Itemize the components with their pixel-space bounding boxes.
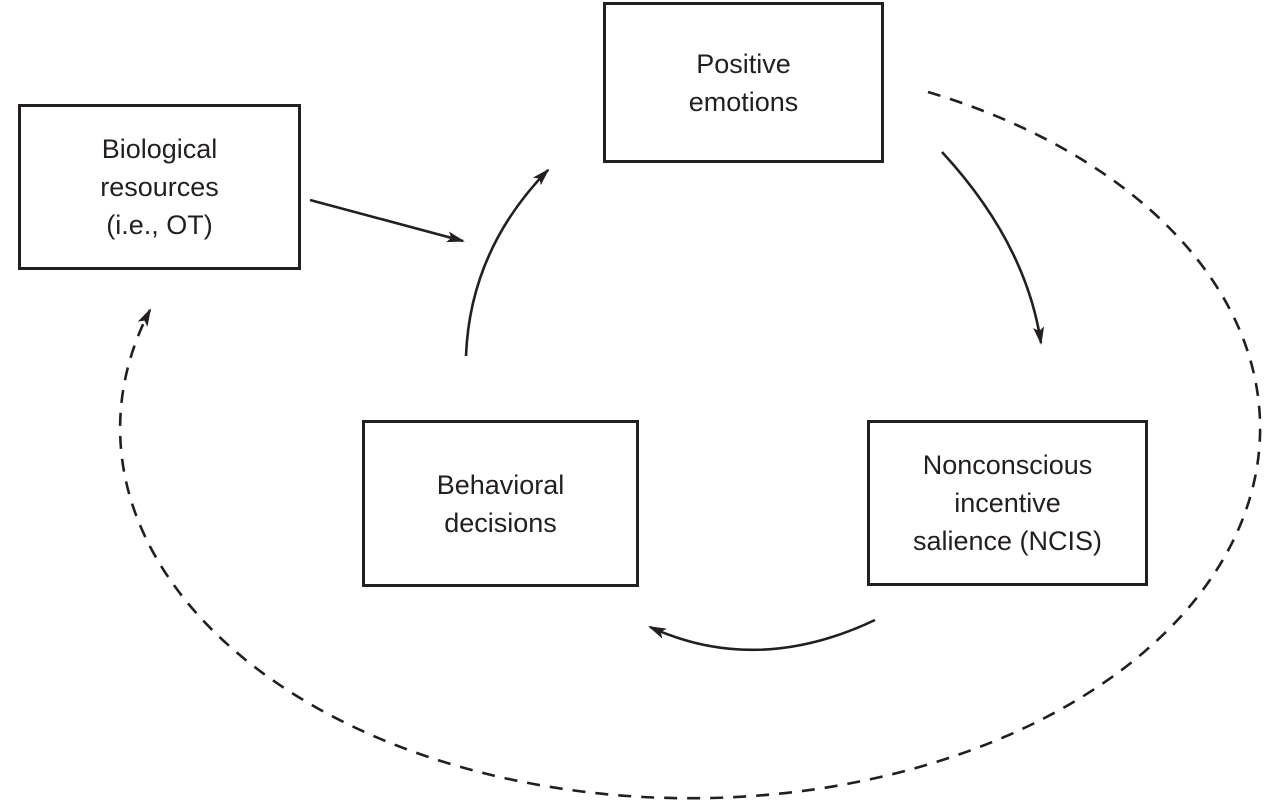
arrow-behavioral-to-positive — [464, 168, 550, 357]
node-label-line: Biological — [101, 134, 218, 164]
node-positive-emotions: Positive emotions — [603, 2, 884, 163]
node-label-line: emotions — [688, 86, 799, 117]
node-label-line: Nonconscious — [922, 450, 1093, 480]
dashed-feedback-arrow-to-biological — [118, 90, 1262, 800]
node-label-line: resources — [100, 172, 219, 202]
arrow-biological-to-positive — [309, 198, 465, 243]
arrow-ncis-to-behavioral — [648, 618, 876, 652]
node-label-line: Behavioral — [436, 469, 565, 500]
arrow-positive-to-ncis — [941, 151, 1045, 345]
node-label-line: decisions — [444, 507, 557, 538]
node-behavioral-decisions: Behavioral decisions — [362, 420, 639, 587]
node-label-line: Positive — [696, 48, 791, 79]
node-label-line: salience (NCIS) — [912, 526, 1103, 556]
node-ncis: Nonconscious incentive salience (NCIS) — [867, 420, 1148, 586]
node-biological-resources: Biological resources (i.e., OT) — [18, 104, 301, 270]
node-label-line: incentive — [954, 488, 1061, 518]
node-label-line: (i.e., OT) — [106, 210, 213, 240]
